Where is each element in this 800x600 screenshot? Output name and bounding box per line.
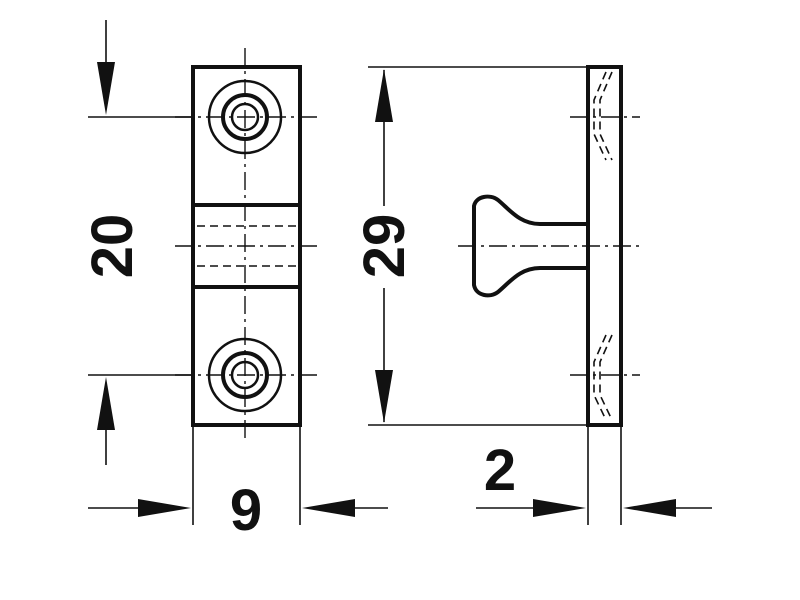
arrowhead-bottom-overall: [375, 370, 393, 423]
dimension-thickness: 2: [476, 425, 712, 525]
dimension-label-2: 2: [484, 438, 516, 503]
arrowhead-right: [138, 499, 191, 517]
dimension-width: 9: [88, 425, 388, 543]
dimension-label-20: 20: [80, 214, 145, 279]
dimension-label-29: 29: [352, 214, 417, 279]
arrowhead-up: [97, 377, 115, 430]
top-countersink-hidden-2: [599, 71, 613, 161]
dimension-label-9: 9: [230, 478, 262, 543]
arrowhead-left: [302, 499, 355, 517]
arrowhead-top-overall: [375, 69, 393, 122]
side-view: [458, 65, 640, 427]
arrowhead-down: [97, 62, 115, 115]
arrowhead-thickness-left: [623, 499, 676, 517]
bottom-countersink-hidden: [593, 334, 607, 421]
dimension-overall-height: 29: [352, 66, 588, 426]
dimension-hole-spacing: 20: [80, 20, 193, 465]
top-countersink-hidden: [593, 71, 607, 161]
bottom-countersink-hidden-2: [599, 334, 613, 421]
arrowhead-thickness-right: [533, 499, 586, 517]
dimension-label-bg: [358, 206, 410, 288]
front-view: [175, 48, 318, 440]
